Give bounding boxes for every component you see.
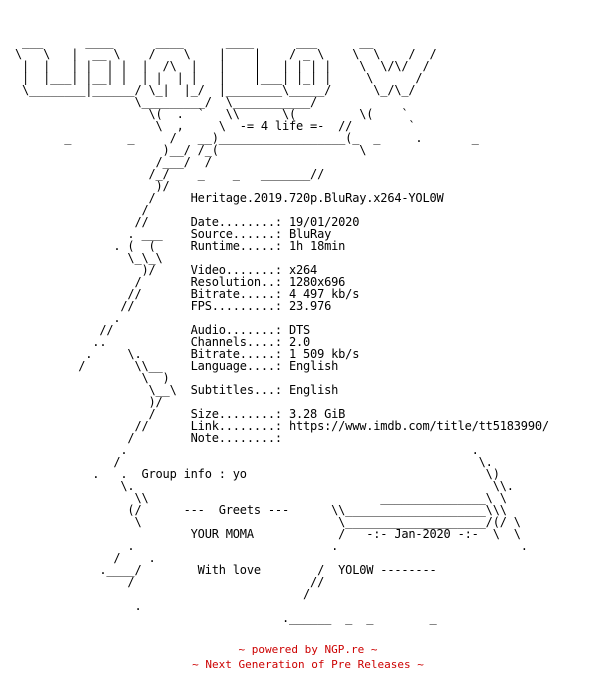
nfo-line: \( . ` \\ \( \( `: [8, 107, 409, 121]
nfo-line: /: [8, 203, 149, 217]
nfo-line: )/: [8, 395, 163, 409]
nfo-line: | | | | | | | /\ | | | | | | | \ \/\/ /: [8, 59, 430, 73]
nfo-line: .____/ With love / YOL0W --------: [8, 563, 437, 577]
nfo-line: )/: [8, 179, 170, 193]
nfo-line: .: [8, 599, 142, 613]
nfo-line: \\ _______________\ \: [8, 491, 507, 505]
footer-tagline: ~ Next Generation of Pre Releases ~: [192, 658, 424, 671]
nfo-line: . ( ( Runtime.....: 1h 18min: [8, 239, 346, 253]
nfo-line: _ _ / __)__________________(_ _ . _: [8, 131, 479, 145]
nfo-line: \ , \ -= 4 life =- // `: [8, 119, 416, 133]
nfo-line: \________|______/ \_| |_/ |________\____…: [8, 83, 416, 97]
nfo-line: // Audio.......: DTS: [8, 323, 311, 337]
nfo-line: / Heritage.2019.720p.BluRay.x264-YOL0W: [8, 191, 444, 205]
nfo-line: | |___| |__| | | | | | | |___| |_| | \ /: [8, 71, 423, 85]
nfo-line: \_\_\: [8, 251, 163, 265]
nfo-line: / Resolution..: 1280x696: [8, 275, 346, 289]
nfo-line: / Note........:: [8, 431, 282, 445]
nfo-line: \__\ Subtitles...: English: [8, 383, 339, 397]
nfo-line: (/ --- Greets --- \\____________________…: [8, 503, 507, 517]
nfo-line: . ___ Source......: BluRay: [8, 227, 332, 241]
nfo-line: . . .: [8, 539, 528, 553]
nfo-line: \ ): [8, 371, 170, 385]
nfo-line: .. Channels....: 2.0: [8, 335, 311, 349]
nfo-line: / \.: [8, 455, 493, 469]
nfo-line: /_/ _ _ _______//: [8, 167, 325, 181]
footer-powered-by: ~ powered by NGP.re ~: [238, 643, 378, 656]
nfo-line: /: [8, 587, 311, 601]
nfo-line: \_________/ \___________/: [8, 95, 318, 109]
nfo-line: // Link........: https://www.imdb.com/ti…: [8, 419, 549, 433]
nfo-line: / Size........: 3.28 GiB: [8, 407, 346, 421]
nfo-art-block: ___ ____ ____ ____ ___ __ \ \ | __ \ / \…: [8, 36, 549, 624]
nfo-line: / \\__ Language....: English: [8, 359, 339, 373]
nfo-line: . .: [8, 443, 479, 457]
nfo-line: .______ _ _ _: [8, 611, 437, 625]
nfo-line: // Date........: 19/01/2020: [8, 215, 360, 229]
nfo-line: )__/ /_( \: [8, 143, 367, 157]
footer: ~ powered by NGP.re ~ ~ Next Generation …: [0, 642, 616, 672]
nfo-line: . . Group info : yo \): [8, 467, 500, 481]
nfo-line: .: [8, 311, 121, 325]
nfo-line: . \. Bitrate.....: 1 509 kb/s: [8, 347, 360, 361]
nfo-line: /___/ /: [8, 155, 212, 169]
nfo-line: YOUR MOMA / -:- Jan-2020 -:- \ \: [8, 527, 521, 541]
nfo-line: \ \ | __ \ / \ | | / _ \ \ \ / /: [8, 47, 437, 61]
nfo-line: )/ Video.......: x264: [8, 263, 318, 277]
nfo-line: / .: [8, 551, 156, 565]
nfo-line: // Bitrate.....: 4 497 kb/s: [8, 287, 360, 301]
nfo-line: // FPS.........: 23.976: [8, 299, 332, 313]
nfo-line: / //: [8, 575, 325, 589]
nfo-line: ___ ____ ____ ____ ___ __: [8, 35, 374, 49]
nfo-line: \. \\.: [8, 479, 514, 493]
nfo-line: \ \____________________/(/ \: [8, 515, 521, 529]
